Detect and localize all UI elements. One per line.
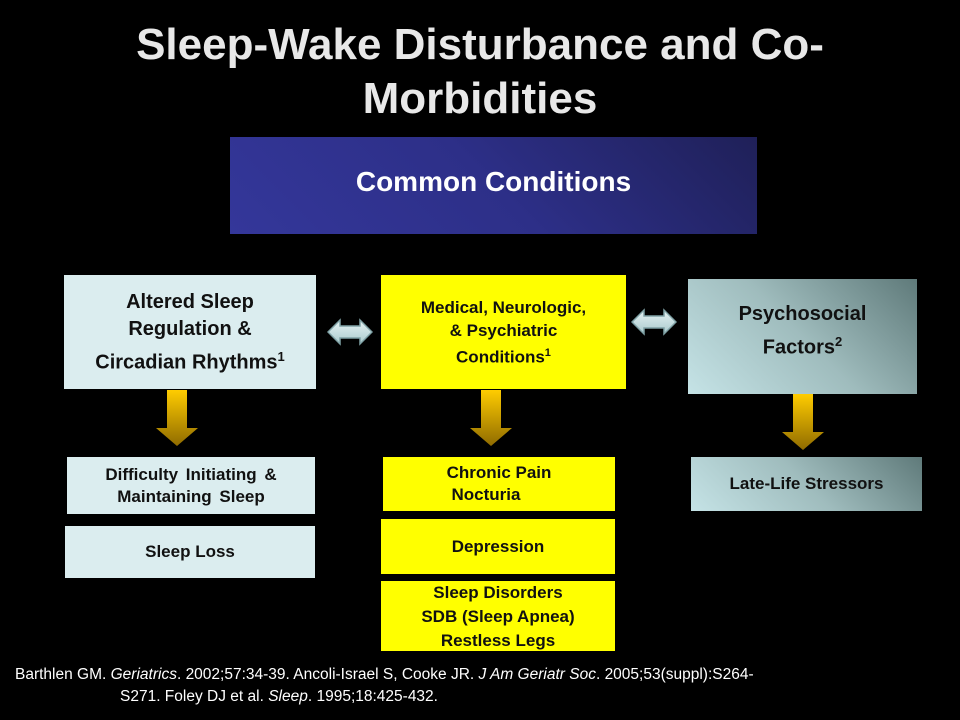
- down-arrow-icon: [156, 390, 198, 446]
- ref-journal: Sleep: [268, 688, 308, 705]
- ref-text: . 2002;57:34-39. Ancoli-Israel S, Cooke …: [176, 666, 479, 683]
- item-line: SDB (Sleep Apnea): [421, 607, 575, 626]
- heading-line: Psychosocial: [738, 302, 867, 325]
- title-line-1: Sleep-Wake Disturbance and Co-: [136, 20, 824, 69]
- medical-conditions-box: Medical, Neurologic, & Psychiatric Condi…: [381, 275, 626, 389]
- ref-text: S271. Foley DJ et al.: [120, 688, 269, 705]
- down-arrow-icon: [782, 394, 824, 450]
- footnote-marker: 1: [544, 346, 551, 359]
- item-line: Late-Life Stressors: [729, 474, 884, 493]
- sleep-loss-box: Sleep Loss: [65, 526, 315, 578]
- heading-line: Regulation &: [128, 318, 252, 341]
- references: Barthlen GM. Geriatrics. 2002;57:34-39. …: [0, 664, 960, 708]
- heading-line: Conditions: [456, 347, 545, 367]
- ref-text: . 1995;18:425-432.: [307, 688, 438, 705]
- ref-text: . 2005;53(suppl):S264-: [595, 666, 754, 683]
- footnote-marker: 2: [835, 333, 843, 349]
- depression-box: Depression: [381, 519, 615, 574]
- footnote-marker: 1: [277, 349, 285, 365]
- late-life-stressors-box: Late-Life Stressors: [691, 457, 922, 511]
- item-line: Sleep Disorders: [433, 583, 563, 602]
- item-line: Sleep Loss: [145, 542, 235, 561]
- slide-title: Sleep-Wake Disturbance and Co- Morbiditi…: [0, 18, 960, 126]
- down-arrow-icon: [470, 390, 512, 446]
- double-arrow-icon: [327, 318, 373, 346]
- heading-line: Altered Sleep: [126, 291, 254, 314]
- sleep-disorders-box: Sleep Disorders SDB (Sleep Apnea) Restle…: [381, 581, 615, 651]
- title-line-2: Morbidities: [362, 74, 598, 123]
- item-line: Restless Legs: [440, 631, 556, 650]
- common-conditions-box: Common Conditions: [230, 137, 757, 234]
- item-line: Difficulty Initiating &: [105, 464, 277, 484]
- item-line: Depression: [451, 536, 545, 556]
- altered-sleep-box: Altered Sleep Regulation & Circadian Rhy…: [64, 275, 316, 389]
- double-arrow-icon: [631, 308, 677, 336]
- heading-line: Circadian Rhythms: [95, 351, 278, 374]
- ref-journal: J Am Geriatr Soc: [478, 666, 596, 683]
- heading-line: Medical, Neurologic,: [420, 297, 587, 317]
- difficulty-sleep-box: Difficulty Initiating & Maintaining Slee…: [67, 457, 315, 514]
- psychosocial-factors-box: Psychosocial Factors2: [688, 279, 917, 394]
- item-line: Nocturia: [451, 485, 521, 504]
- item-line: Maintaining Sleep: [117, 486, 265, 506]
- ref-journal: Geriatrics: [110, 666, 177, 683]
- heading-line: & Psychiatric: [449, 320, 558, 340]
- heading-line: Factors: [762, 336, 835, 359]
- chronic-pain-box: Chronic Pain Nocturia: [383, 457, 615, 511]
- item-line: Chronic Pain: [446, 463, 552, 482]
- ref-text: Barthlen GM.: [15, 666, 111, 683]
